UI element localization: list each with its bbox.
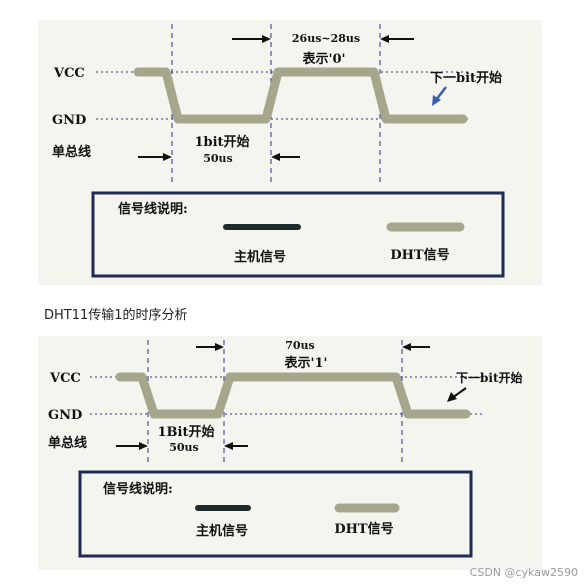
next-bit-label: 下一bit开始 bbox=[456, 370, 523, 385]
legend-box bbox=[78, 470, 473, 558]
low-time-arrows bbox=[138, 153, 300, 161]
high-time-arrows bbox=[196, 343, 430, 351]
legend-title: 信号线说明: bbox=[118, 201, 188, 217]
vcc-label: VCC bbox=[53, 66, 85, 81]
legend-dht-label: DHT信号 bbox=[334, 521, 393, 537]
watermark: CSDN @cykaw2590 bbox=[469, 566, 578, 579]
legend-host-label: 主机信号 bbox=[234, 249, 286, 265]
dht-signal-waveform bbox=[133, 67, 468, 124]
legend-host-label: 主机信号 bbox=[196, 523, 248, 539]
high-time-arrows bbox=[232, 35, 414, 43]
gnd-label: GND bbox=[48, 408, 82, 423]
bus-label: 单总线 bbox=[48, 435, 87, 451]
low-time-arrows bbox=[116, 442, 248, 450]
low-time-label: 50us bbox=[169, 441, 199, 454]
timing-diagram-bit0-svg: VCC GND 单总线 1bit开始 50us 26us~28us 表示'0' … bbox=[52, 24, 505, 278]
timing-diagram-bit1: VCC GND 单总线 1Bit开始 50us 70us 表示'1' 下一bit… bbox=[38, 336, 542, 570]
next-bit-arrow bbox=[432, 86, 447, 106]
high-time-label: 26us~28us bbox=[292, 32, 360, 45]
gnd-label: GND bbox=[52, 113, 86, 128]
next-bit-label: 下一bit开始 bbox=[430, 70, 502, 86]
dht-signal-waveform bbox=[115, 372, 471, 419]
bus-label: 单总线 bbox=[52, 144, 91, 160]
start-bit-label: 1Bit开始 bbox=[158, 424, 215, 440]
high-time-label: 70us bbox=[285, 339, 315, 352]
meaning-label: 表示'0' bbox=[301, 51, 345, 67]
vcc-label: VCC bbox=[49, 371, 81, 386]
timing-diagram-bit1-svg: VCC GND 单总线 1Bit开始 50us 70us 表示'1' 下一bit… bbox=[48, 339, 523, 558]
meaning-label: 表示'1' bbox=[283, 355, 327, 371]
next-bit-arrow bbox=[447, 387, 467, 402]
legend-box bbox=[91, 191, 505, 278]
low-time-label: 50us bbox=[203, 152, 233, 165]
legend-title: 信号线说明: bbox=[103, 481, 173, 497]
start-bit-label: 1bit开始 bbox=[194, 134, 249, 150]
caption: DHT11传输1的时序分析 bbox=[44, 308, 188, 323]
legend-dht-label: DHT信号 bbox=[390, 247, 449, 263]
timing-diagram-bit0: VCC GND 单总线 1bit开始 50us 26us~28us 表示'0' … bbox=[38, 20, 542, 285]
